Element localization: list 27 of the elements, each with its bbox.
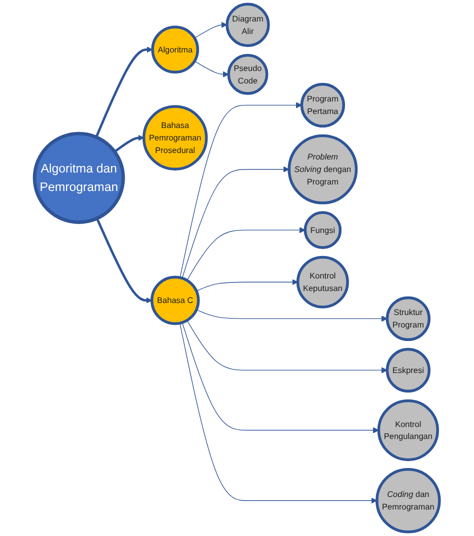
arrow bbox=[180, 322, 378, 504]
arrow bbox=[186, 320, 388, 374]
arrow bbox=[196, 279, 298, 292]
node-circle: Eskpresi bbox=[386, 348, 430, 393]
node-circle: Algoritma dan Pemrograman bbox=[32, 132, 125, 224]
arrow bbox=[182, 322, 379, 434]
node-circle: Pseudo Code bbox=[227, 54, 268, 95]
node-circle: Problem Solving dengan Program bbox=[288, 134, 358, 204]
arrow bbox=[196, 309, 388, 322]
node-circle: Coding dan Pemrograman bbox=[376, 468, 441, 534]
node-circle: Diagram Alir bbox=[226, 2, 270, 47]
node-circle: Kontrol Keputusan bbox=[296, 256, 349, 308]
arrow bbox=[96, 218, 152, 304]
node-circle: Fungsi bbox=[304, 211, 342, 249]
node-circle: Bahasa C bbox=[150, 276, 200, 326]
arrow bbox=[114, 134, 144, 153]
node-circle: Algoritma bbox=[151, 26, 200, 74]
arrow bbox=[194, 22, 228, 38]
node-circle: Program Pertama bbox=[300, 82, 346, 128]
arrow bbox=[182, 166, 290, 279]
arrow bbox=[186, 227, 306, 281]
arrow bbox=[95, 46, 153, 138]
arrow bbox=[194, 60, 229, 78]
node-circle: Struktur Program bbox=[386, 296, 430, 341]
arrow bbox=[180, 102, 302, 278]
node-circle: Bahasa Pemrograman Prosedural bbox=[142, 105, 208, 170]
node-circle: Kontrol Pengulangan bbox=[377, 399, 439, 462]
